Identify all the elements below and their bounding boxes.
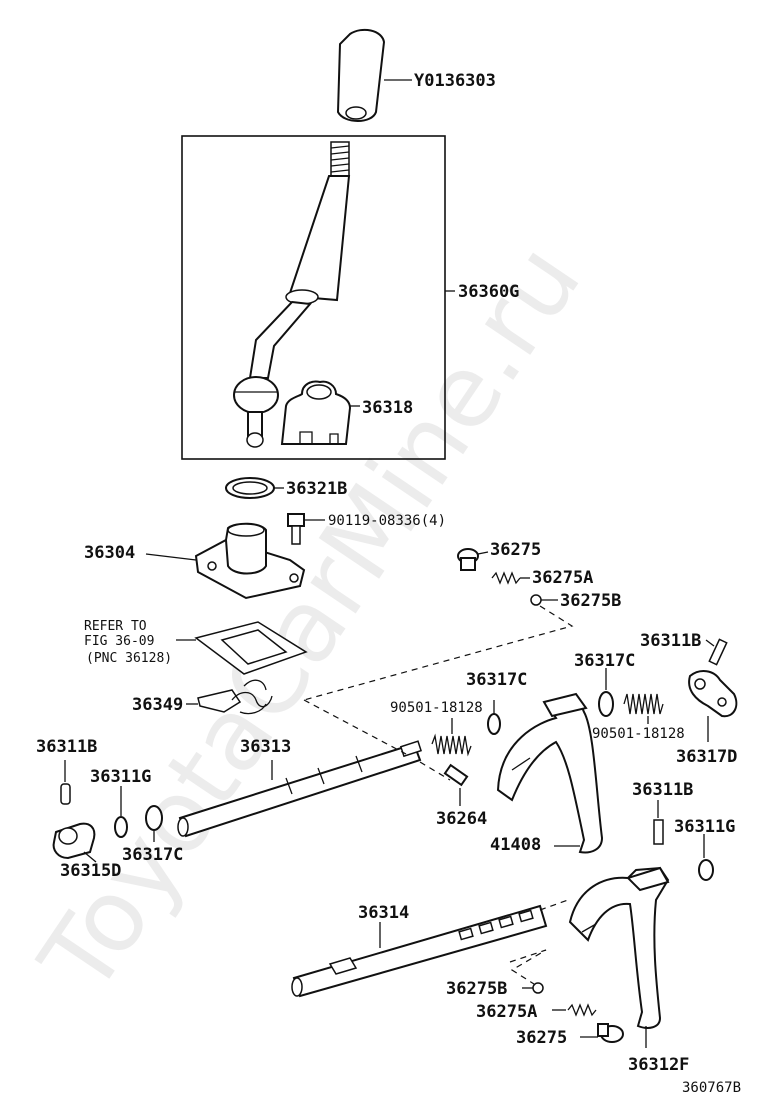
pin-left [60, 783, 71, 805]
retainer-bolt [287, 513, 305, 545]
label-ball-top: 36275B [560, 591, 621, 611]
shift-fork-lower [568, 866, 670, 1029]
label-spring-top: 36275A [532, 568, 593, 588]
label-washer-mid: 36317C [466, 670, 527, 690]
lever-retainer [194, 522, 306, 600]
pin-right-lower [653, 819, 664, 845]
lever-assembly-box [181, 135, 446, 460]
label-plug-top: 36275 [490, 540, 541, 560]
shift-lever [233, 141, 351, 448]
ball-top [530, 594, 542, 606]
label-pin-right-lower: 36311B [632, 780, 693, 800]
spring-plate [197, 679, 273, 715]
gasket [194, 621, 308, 675]
shift-head-right [688, 670, 738, 718]
refer-text-1: REFER TO [84, 619, 147, 634]
ball-bottom [532, 982, 544, 994]
label-washer-right: 36317C [574, 651, 635, 671]
shift-boot [280, 380, 352, 445]
snap-ring [225, 477, 275, 499]
label-shaft-upper: 36313 [240, 737, 291, 757]
interlock-pin [443, 763, 469, 787]
spring-bottom [567, 1003, 597, 1017]
label-spring-mid: 90501-18128 [390, 700, 483, 716]
label-bolt: 90119-08336(4) [328, 513, 446, 529]
washer-mid [487, 713, 501, 735]
label-ring-left: 36311G [90, 767, 151, 787]
shift-shaft-upper [177, 740, 423, 838]
label-head-left: 36315D [60, 861, 121, 881]
washer-right [598, 691, 614, 717]
label-retainer: 36304 [84, 543, 135, 563]
label-spring-right: 90501-18128 [592, 726, 685, 742]
ring-left [114, 816, 128, 838]
pin-right-top [708, 638, 728, 666]
spring-top [491, 571, 521, 585]
label-head-right: 36317D [676, 747, 737, 767]
plug-top [457, 548, 479, 571]
label-pin-left: 36311B [36, 737, 97, 757]
spring-mid [431, 733, 472, 757]
label-plug-bottom: 36275 [516, 1028, 567, 1048]
ring-right-lower [698, 859, 714, 881]
figure-code: 360767B [682, 1080, 741, 1096]
label-spring-bottom: 36275A [476, 1002, 537, 1022]
shift-knob [336, 28, 386, 122]
label-interlock: 36264 [436, 809, 487, 829]
washer-left [145, 805, 163, 831]
refer-text-2: FIG 36-09 [84, 634, 154, 649]
label-ball-bottom: 36275B [446, 979, 507, 999]
refer-text-3: (PNC 36128) [86, 651, 172, 666]
label-fork-lower: 36312F [628, 1055, 689, 1075]
label-boot: 36318 [362, 398, 413, 418]
label-lever-assembly: 36360G [458, 282, 519, 302]
spring-right [623, 693, 664, 715]
label-ring-right-lower: 36311G [674, 817, 735, 837]
label-shaft-lower: 36314 [358, 903, 409, 923]
label-washer-left: 36317C [122, 845, 183, 865]
label-snap-ring: 36321B [286, 479, 347, 499]
label-spring-plate: 36349 [132, 695, 183, 715]
plug-bottom [597, 1023, 624, 1043]
shift-head-left [52, 822, 96, 860]
shift-shaft-lower [291, 904, 548, 998]
label-knob: Y0136303 [414, 71, 496, 91]
label-fork-upper: 41408 [490, 835, 541, 855]
shift-fork-upper [496, 692, 604, 854]
label-pin-right-top: 36311B [640, 631, 701, 651]
